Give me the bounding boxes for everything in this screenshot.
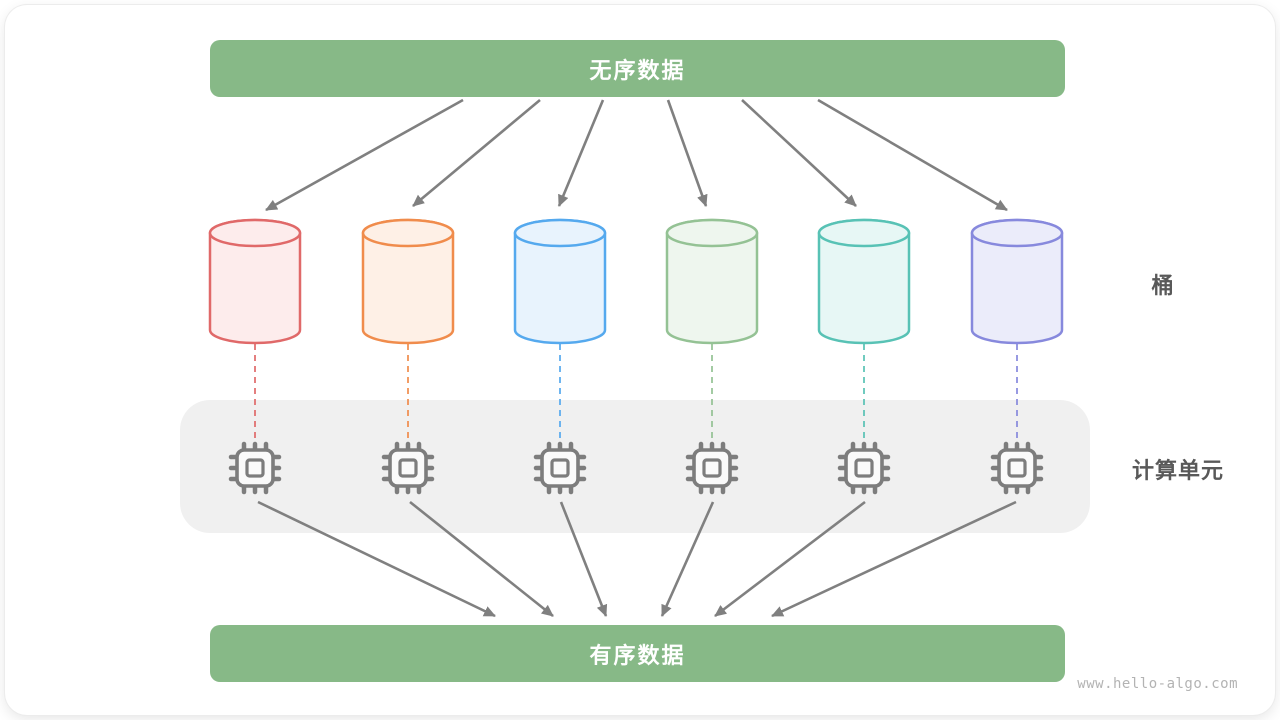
buckets-side-label: 桶 <box>1151 273 1175 298</box>
arrow-from-cpu-1 <box>257 500 496 618</box>
sorted-data-bar: 有序数据 <box>210 625 1065 682</box>
watermark-text: www.hello-algo.com <box>1077 676 1238 692</box>
compute-units-band <box>180 400 1090 533</box>
unsorted-data-bar: 无序数据 <box>210 40 1065 97</box>
cpu-icon-3 <box>536 444 584 492</box>
arrow-to-bucket-4 <box>666 99 708 207</box>
cpu-icon-5 <box>840 444 888 492</box>
bucket-3-top <box>513 218 607 248</box>
bucket-feed-lines <box>254 344 1018 444</box>
unsorted-data-label: 无序数据 <box>589 57 686 83</box>
bucket-cylinder-6 <box>970 218 1064 345</box>
diagram-card <box>5 5 1275 715</box>
cpu-icon-2 <box>384 444 432 492</box>
cpu-icon-4 <box>688 444 736 492</box>
arrow-from-cpu-2 <box>409 500 554 618</box>
arrow-to-bucket-1 <box>265 98 464 212</box>
bucket-2-top <box>361 218 455 248</box>
arrow-from-cpu-5 <box>714 500 866 618</box>
arrow-from-cpu-6 <box>771 500 1017 618</box>
arrow-to-bucket-5 <box>741 99 857 207</box>
bucket-cylinder-1 <box>208 218 302 345</box>
bucket-cylinder-5 <box>817 218 911 345</box>
arrow-to-bucket-3 <box>557 99 605 207</box>
arrow-from-cpu-3 <box>559 501 608 617</box>
bucket-cylinder-2 <box>361 218 455 345</box>
arrow-to-bucket-2 <box>412 99 541 207</box>
bucket-1-top <box>208 218 302 248</box>
merge-arrows <box>257 500 1017 618</box>
distribute-arrows <box>265 98 1008 212</box>
bucket-cylinder-4 <box>665 218 759 345</box>
arrow-from-cpu-4 <box>660 501 715 617</box>
arrow-to-bucket-6 <box>817 98 1008 212</box>
buckets-row <box>208 218 1064 345</box>
bucket-6-top <box>970 218 1064 248</box>
sorted-data-label: 有序数据 <box>589 642 686 668</box>
compute-units-side-label: 计算单元 <box>1131 458 1224 483</box>
bucket-5-top <box>817 218 911 248</box>
bucket-4-top <box>665 218 759 248</box>
bucket-cylinder-3 <box>513 218 607 345</box>
cpu-icon-6 <box>993 444 1041 492</box>
cpu-icon-1 <box>231 444 279 492</box>
